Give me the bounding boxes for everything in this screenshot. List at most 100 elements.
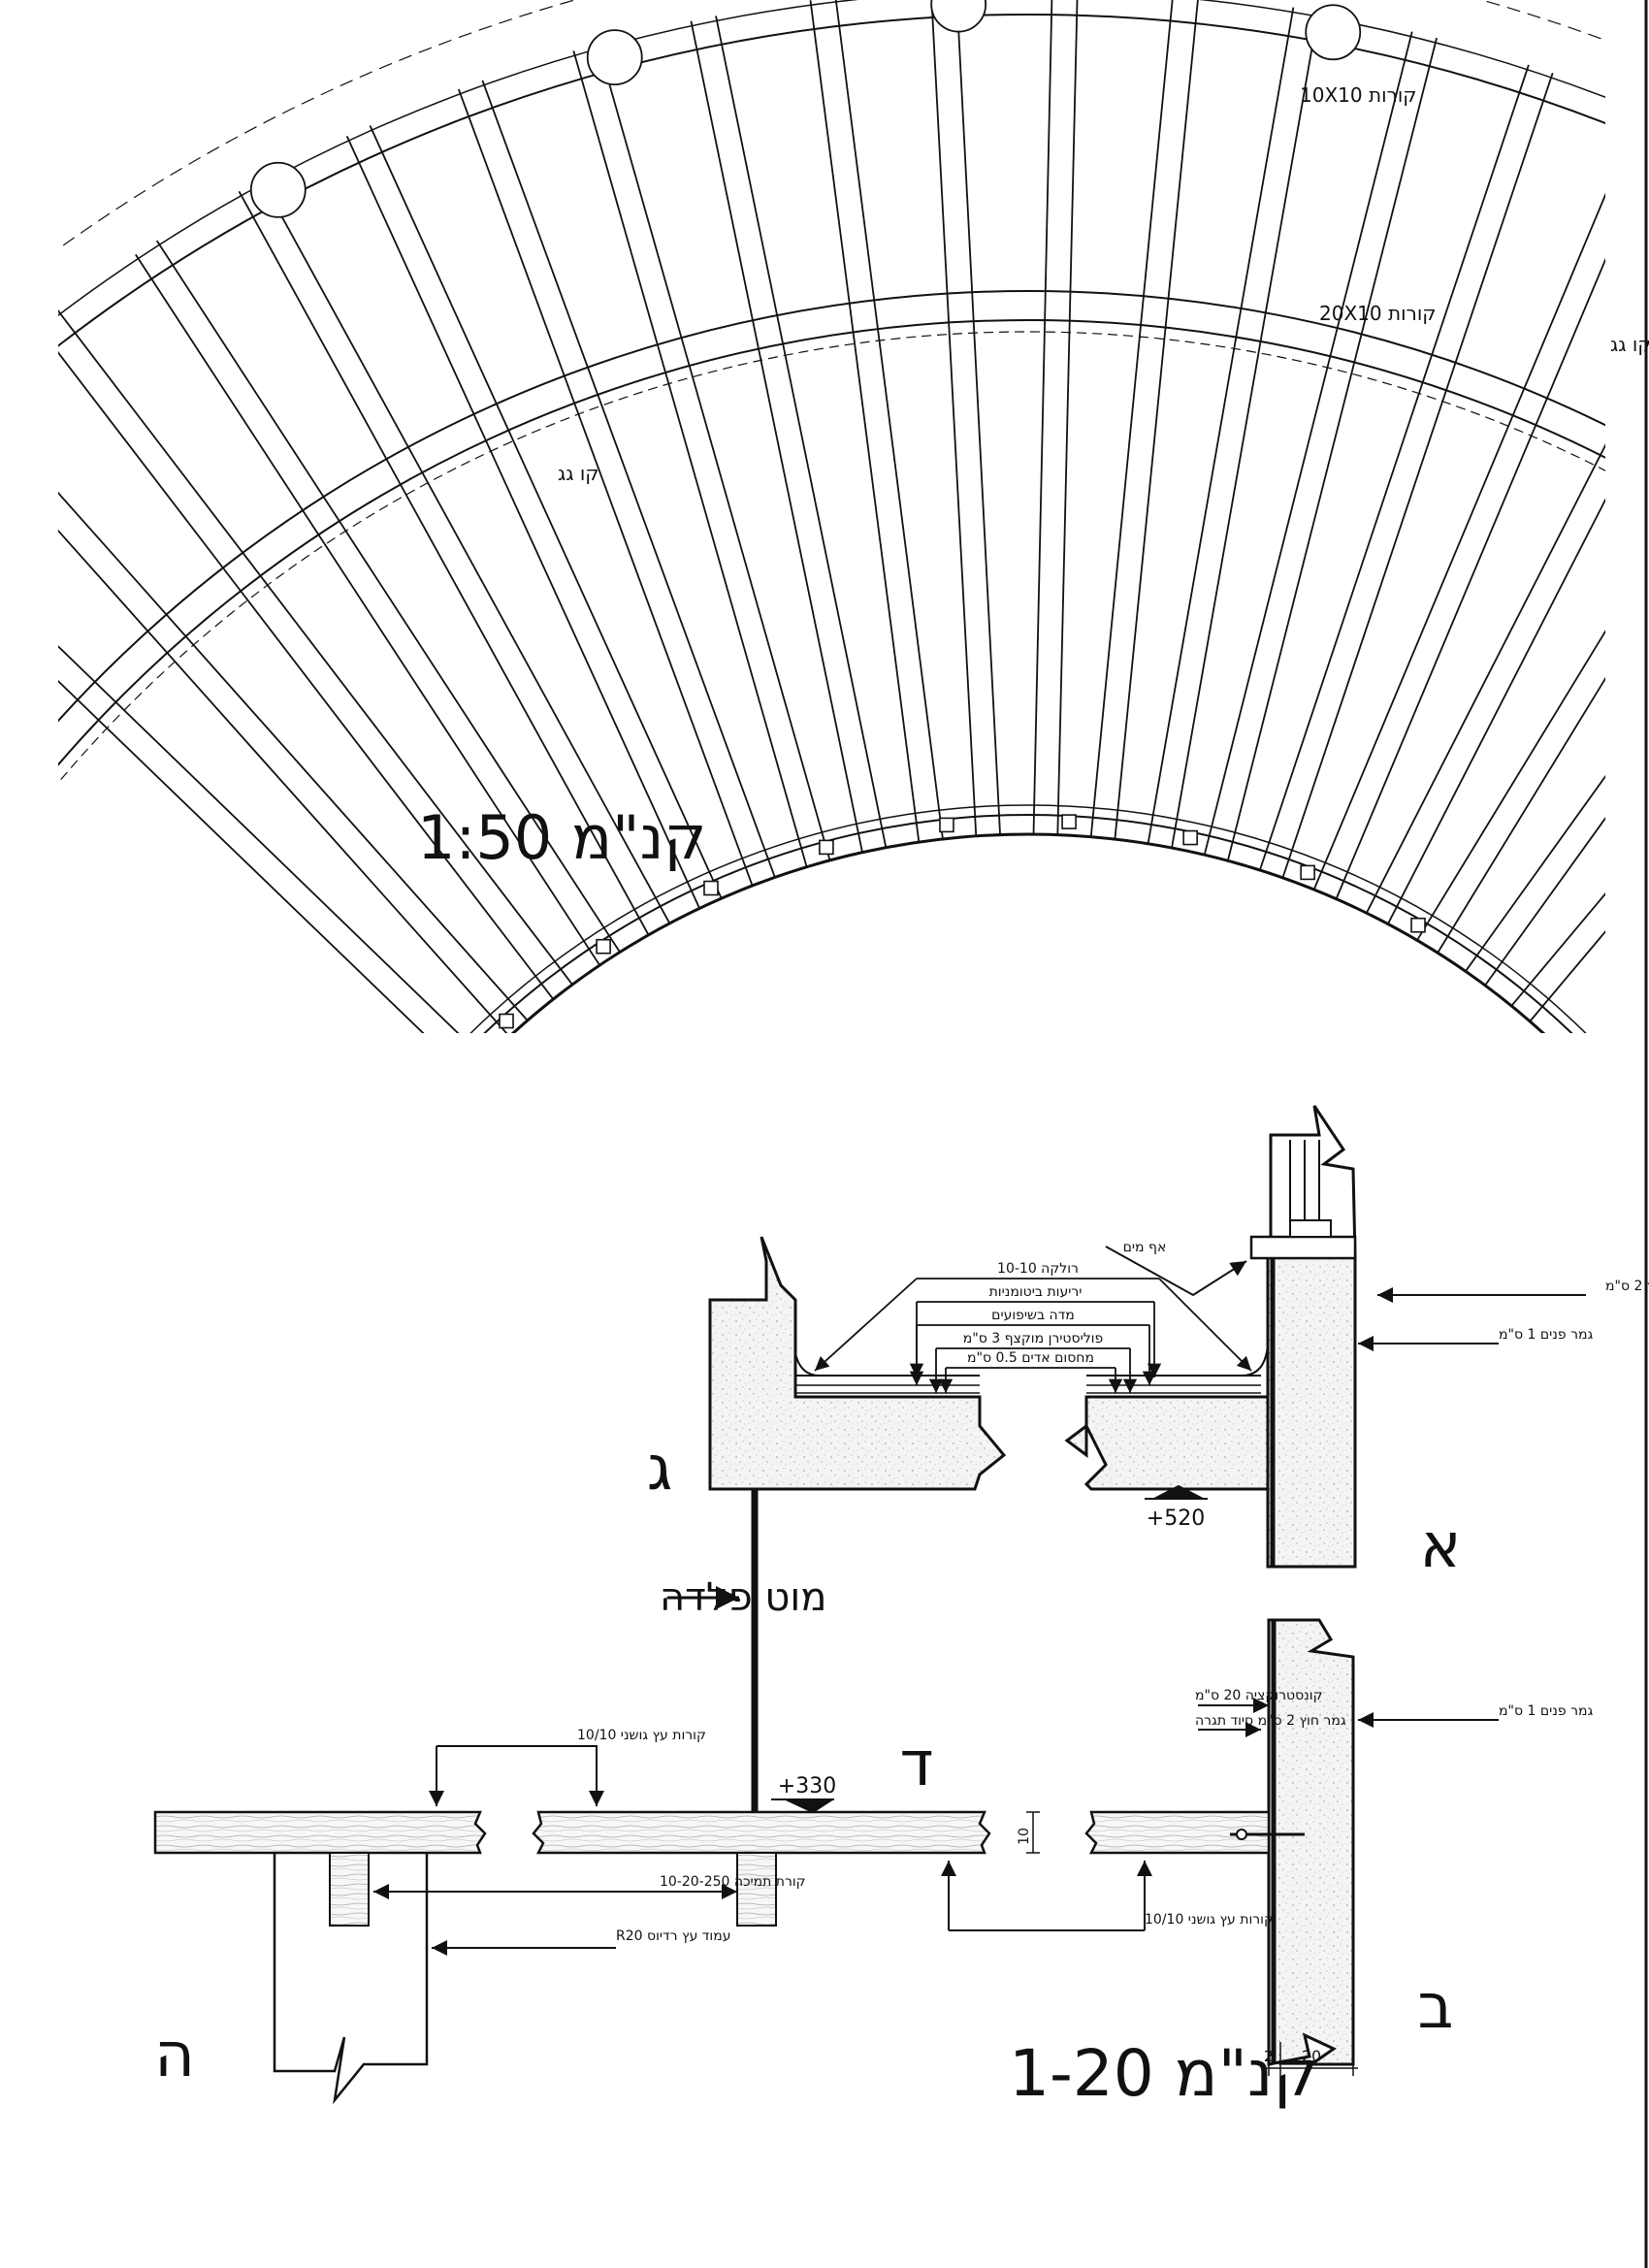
upper-inner-finish-label: גמר פנים 1 ס"מ — [1499, 1327, 1593, 1343]
plan-rafter-edge — [1203, 31, 1413, 856]
plan-rafter-edge — [260, 178, 671, 924]
elevation-330: +330 — [778, 1774, 836, 1798]
roof-layer-label: פוליסטירן מוקצף 3 ס"מ — [963, 1331, 1103, 1346]
plan-label-beam-20x10: קורות 20X10 — [1319, 302, 1437, 325]
plan-label-beam-10x10: קורות 10X10 — [1300, 83, 1417, 107]
drip-leader — [1105, 1246, 1247, 1297]
upper-left-slab — [708, 1236, 1007, 1491]
plan-rafter-edge — [1281, 72, 1554, 879]
plan-rafter-edge — [1484, 816, 1605, 987]
mark-he: ה — [154, 2020, 195, 2091]
dim-bottom-left: 2 — [1264, 2047, 1274, 2065]
upper-outer-finish-label: גמר חוץ 2 ס"מ — [1605, 1279, 1649, 1294]
support-beam-label: קורת תמיכה 10-20-250 — [660, 1874, 806, 1890]
plan-eave-line — [58, 0, 1605, 250]
plan-window-mullion — [596, 938, 611, 955]
lower-inner-finish-label: גמר פנים 1 ס"מ — [1499, 1703, 1593, 1719]
plan-rafter-edge — [1312, 192, 1605, 891]
timber-beam-left — [153, 1810, 487, 1855]
plan-rafter-edge — [597, 43, 831, 861]
plan-rafter-edge — [58, 491, 529, 1021]
plan-roof-line-arc — [58, 331, 1605, 784]
plan-rafter-edge — [809, 0, 921, 843]
plan-rafter-edge — [135, 253, 600, 966]
roof-layer-arrow — [814, 1278, 918, 1372]
plan-window-mullion — [1300, 864, 1315, 881]
plan-rafter-edge — [930, 0, 978, 836]
drip-label: אף מים — [1123, 1240, 1167, 1255]
plan-label-roof-line-right: קו גג — [1610, 333, 1649, 356]
plan-column-circle — [1305, 4, 1362, 61]
plan-window-mullion — [939, 817, 954, 833]
roof-layer-arrow — [1158, 1278, 1252, 1372]
roof-layer-label: יריעות ביטומניות — [989, 1284, 1083, 1300]
roof-layer-callouts: רולקה 10-10 יריעות ביטומניות מדה בשיפועים פ… — [814, 1261, 1252, 1393]
mark-alef: א — [1420, 1510, 1462, 1582]
plan-window-mullion — [1182, 829, 1198, 846]
drip-stone — [1249, 1235, 1357, 1260]
plan-window-mullion — [1061, 814, 1077, 829]
dim-beam: 10 — [1017, 1828, 1032, 1845]
drip-cap — [1289, 1219, 1332, 1238]
plan-rafter-edge — [834, 0, 944, 840]
plan-rafter-edge — [1089, 0, 1174, 837]
upper-wall — [1266, 1254, 1357, 1569]
timber-beam-middle — [532, 1810, 991, 1855]
plan-column-circle — [249, 161, 307, 218]
elevation-520-marker — [1153, 1484, 1204, 1500]
plan-window-mullion — [819, 839, 834, 856]
plan-rafter-edge — [58, 679, 425, 1033]
plan-rafter-edge — [1259, 64, 1530, 871]
support-block-left — [329, 1852, 370, 1927]
steel-post-label: מוט פלדה — [660, 1575, 826, 1620]
plan-rafter-edge — [1032, 0, 1053, 835]
plan-rafter-edge — [1147, 7, 1295, 844]
plan-arcs — [58, 0, 1605, 1033]
plan-column-circle — [586, 29, 643, 86]
beam-bottom-label: קורות עץ גושני 10/10 — [1145, 1912, 1274, 1928]
plan-inner-arc-3 — [469, 804, 1587, 1033]
plan-rafter-edge — [1416, 630, 1605, 941]
lower-wall — [1267, 1618, 1355, 2066]
mark-gimel: ג — [647, 1433, 672, 1505]
section-scale-label: קנ"מ 1-20 — [1009, 2036, 1318, 2111]
lower-outer-finish-label: גמר חוץ 2 ס"מ סיוד תגרה — [1195, 1713, 1346, 1729]
construction-label: קונסטרוקציה 20 ס"מ — [1195, 1688, 1323, 1703]
plan-rafter-edge — [1529, 929, 1605, 1022]
plan-rafter-edge — [1465, 774, 1605, 972]
plan-rafter-edge — [345, 136, 700, 909]
plan-scale-label: קנ"מ 1:50 — [417, 802, 706, 873]
construction-section: רולקה 10-10 יריעות ביטומניות מדה בשיפועים פ… — [153, 1105, 1649, 2111]
plan-inner-arc-2 — [483, 813, 1573, 1033]
plan-rafter-edge — [1510, 892, 1605, 1007]
timber-column — [273, 1853, 429, 2105]
beam-top-leader — [436, 1745, 604, 1806]
plan-rafter-edge — [715, 16, 888, 848]
dim-bottom-right: 20 — [1302, 2047, 1321, 2065]
plan-rafter-edge — [1437, 676, 1605, 954]
plan-window-mullion — [703, 880, 719, 896]
beam-top-label: קורות עץ גושני 10/10 — [577, 1728, 706, 1743]
plan-rafter-edge — [481, 80, 776, 878]
plan-rafter-edge — [1387, 498, 1605, 924]
plan-rafter-edge — [457, 88, 754, 887]
roof-plan: קורות 10X10 קורות 20X10 קו גג קו גג קנ"מ… — [58, 0, 1649, 1033]
elevation-330-marker — [785, 1798, 833, 1814]
mark-bet: ב — [1418, 1971, 1454, 2043]
roof-layer-label: מחסום אדים 0.5 ס"מ — [967, 1350, 1094, 1366]
roof-layer-label: רולקה 10-10 — [997, 1261, 1079, 1277]
timber-beam-right — [1084, 1810, 1271, 1855]
plan-rafter-edge — [1056, 0, 1079, 835]
plan-rafter-edge — [572, 50, 808, 867]
support-block-right — [736, 1852, 777, 1927]
plan-rafter-edge — [1114, 0, 1199, 840]
plan-rafter-edge — [1365, 443, 1605, 914]
roof-layer-label: מדה בשיפועים — [991, 1308, 1075, 1323]
plan-rafter-edge — [58, 309, 573, 986]
plan-rafter-edge — [955, 0, 1001, 835]
plan-rafter-edge — [238, 190, 650, 936]
plan-window-mullion — [1410, 917, 1426, 933]
column-label: עמוד עץ רדיוס R20 — [616, 1928, 731, 1944]
anchor-bolt-nut — [1236, 1829, 1247, 1840]
plan-rafter-edge — [369, 125, 723, 899]
